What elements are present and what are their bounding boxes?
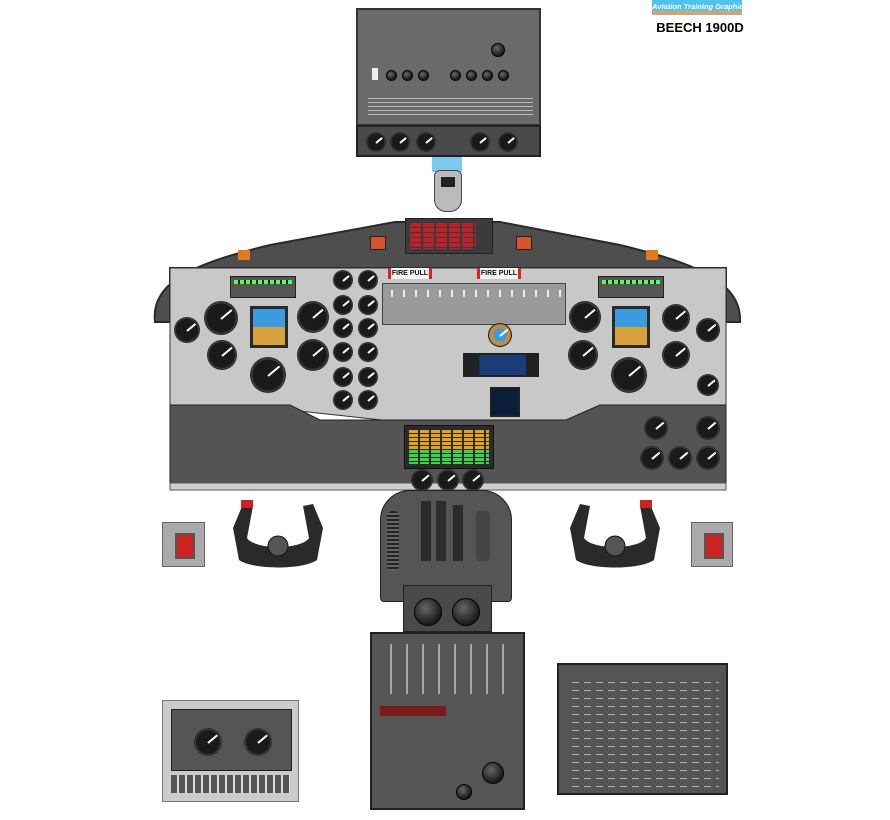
master-warning-right[interactable]	[516, 236, 532, 250]
instrument-gauge	[696, 318, 720, 342]
overhead-gauge	[390, 132, 410, 152]
throttle-quadrant	[380, 490, 512, 602]
trim-wheel[interactable]	[387, 511, 399, 571]
lower-pedestal-panel	[370, 632, 525, 810]
master-annunciator-panel	[405, 218, 493, 254]
warning-light-left[interactable]	[238, 250, 250, 260]
overhead-placard	[368, 95, 533, 117]
lower-left-panel	[162, 700, 299, 802]
overhead-gauge-strip	[356, 125, 541, 157]
instrument-gauge	[358, 295, 378, 315]
instrument-gauge	[250, 357, 286, 393]
instrument-gauge	[333, 367, 353, 387]
fire-pull-left-handle[interactable]: FIRE PULL	[388, 268, 432, 279]
instrument-gauge	[696, 446, 720, 470]
pedestal-switch-rows	[380, 644, 515, 694]
pedestal-knob[interactable]	[482, 762, 504, 784]
instrument-gauge	[333, 295, 353, 315]
copilot-control-yoke[interactable]	[562, 498, 668, 574]
left-side-switch-panel	[162, 522, 205, 567]
center-avionics-display	[463, 353, 539, 377]
instrument-gauge	[644, 416, 668, 440]
pedestal-knob[interactable]	[452, 598, 480, 626]
instrument-gauge	[297, 339, 329, 371]
page-title: BEECH 1900D	[656, 20, 744, 35]
instrument-gauge	[333, 270, 353, 290]
instrument-gauge	[358, 390, 378, 410]
instrument-gauge	[668, 446, 692, 470]
instrument-gauge	[333, 342, 353, 362]
overhead-knob[interactable]	[491, 43, 505, 57]
lower-left-gauge	[244, 728, 272, 756]
overhead-knob[interactable]	[466, 70, 477, 81]
instrument-gauge	[174, 317, 200, 343]
right-side-switch-panel	[691, 522, 733, 567]
compass-mount	[432, 157, 462, 172]
center-switch-panel	[382, 283, 566, 325]
overhead-light-switch[interactable]	[372, 68, 378, 80]
breaker-strip	[171, 775, 290, 793]
power-lever[interactable]	[436, 501, 446, 561]
copilot-adi-display	[612, 306, 650, 348]
instrument-gauge	[358, 342, 378, 362]
warning-light-right[interactable]	[646, 250, 658, 260]
fire-pull-right-handle[interactable]: FIRE PULL	[477, 268, 521, 279]
overhead-knob[interactable]	[386, 70, 397, 81]
brand-logo-text: Aviation Training Graphics	[652, 2, 748, 11]
pilot-adi-display	[250, 306, 288, 348]
instrument-gauge	[358, 367, 378, 387]
instrument-gauge	[333, 318, 353, 338]
standby-attitude-indicator	[488, 323, 512, 347]
right-radio-control[interactable]	[598, 276, 664, 298]
circuit-breaker-panel	[557, 663, 728, 795]
magnetic-compass	[434, 170, 462, 212]
overhead-knob[interactable]	[418, 70, 429, 81]
instrument-gauge	[611, 357, 647, 393]
instrument-gauge	[697, 374, 719, 396]
caution-annunciator-panel	[404, 425, 494, 469]
pedestal-knob[interactable]	[414, 598, 442, 626]
instrument-gauge	[569, 301, 601, 333]
left-radio-control[interactable]	[230, 276, 296, 298]
overhead-panel	[356, 8, 541, 126]
master-warning-left[interactable]	[370, 236, 386, 250]
instrument-gauge	[297, 301, 329, 333]
pedestal-red-strip	[380, 706, 446, 716]
instrument-gauge	[333, 390, 353, 410]
weather-radar-display	[490, 387, 520, 417]
power-lever[interactable]	[421, 501, 431, 561]
flap-lever[interactable]	[476, 511, 490, 561]
condition-lever[interactable]	[453, 505, 463, 561]
overhead-gauge	[416, 132, 436, 152]
overhead-knob[interactable]	[498, 70, 509, 81]
overhead-knob[interactable]	[402, 70, 413, 81]
pedestal-knob[interactable]	[456, 784, 472, 800]
overhead-gauge	[498, 132, 518, 152]
instrument-gauge	[207, 340, 237, 370]
brand-logo: Aviation Training Graphics	[652, 0, 748, 15]
instrument-gauge	[437, 469, 459, 491]
instrument-gauge	[358, 270, 378, 290]
lower-left-gauge	[194, 728, 222, 756]
instrument-gauge	[411, 469, 433, 491]
instrument-gauge	[696, 416, 720, 440]
pedestal-knob-panel	[403, 585, 492, 632]
instrument-gauge	[204, 301, 238, 335]
instrument-gauge	[662, 304, 690, 332]
instrument-gauge	[640, 446, 664, 470]
overhead-knob[interactable]	[482, 70, 493, 81]
instrument-gauge	[358, 318, 378, 338]
pilot-control-yoke[interactable]	[225, 498, 331, 574]
instrument-gauge	[662, 341, 690, 369]
instrument-gauge	[568, 340, 598, 370]
overhead-knob[interactable]	[450, 70, 461, 81]
instrument-gauge	[462, 469, 484, 491]
overhead-gauge	[470, 132, 490, 152]
overhead-gauge	[366, 132, 386, 152]
